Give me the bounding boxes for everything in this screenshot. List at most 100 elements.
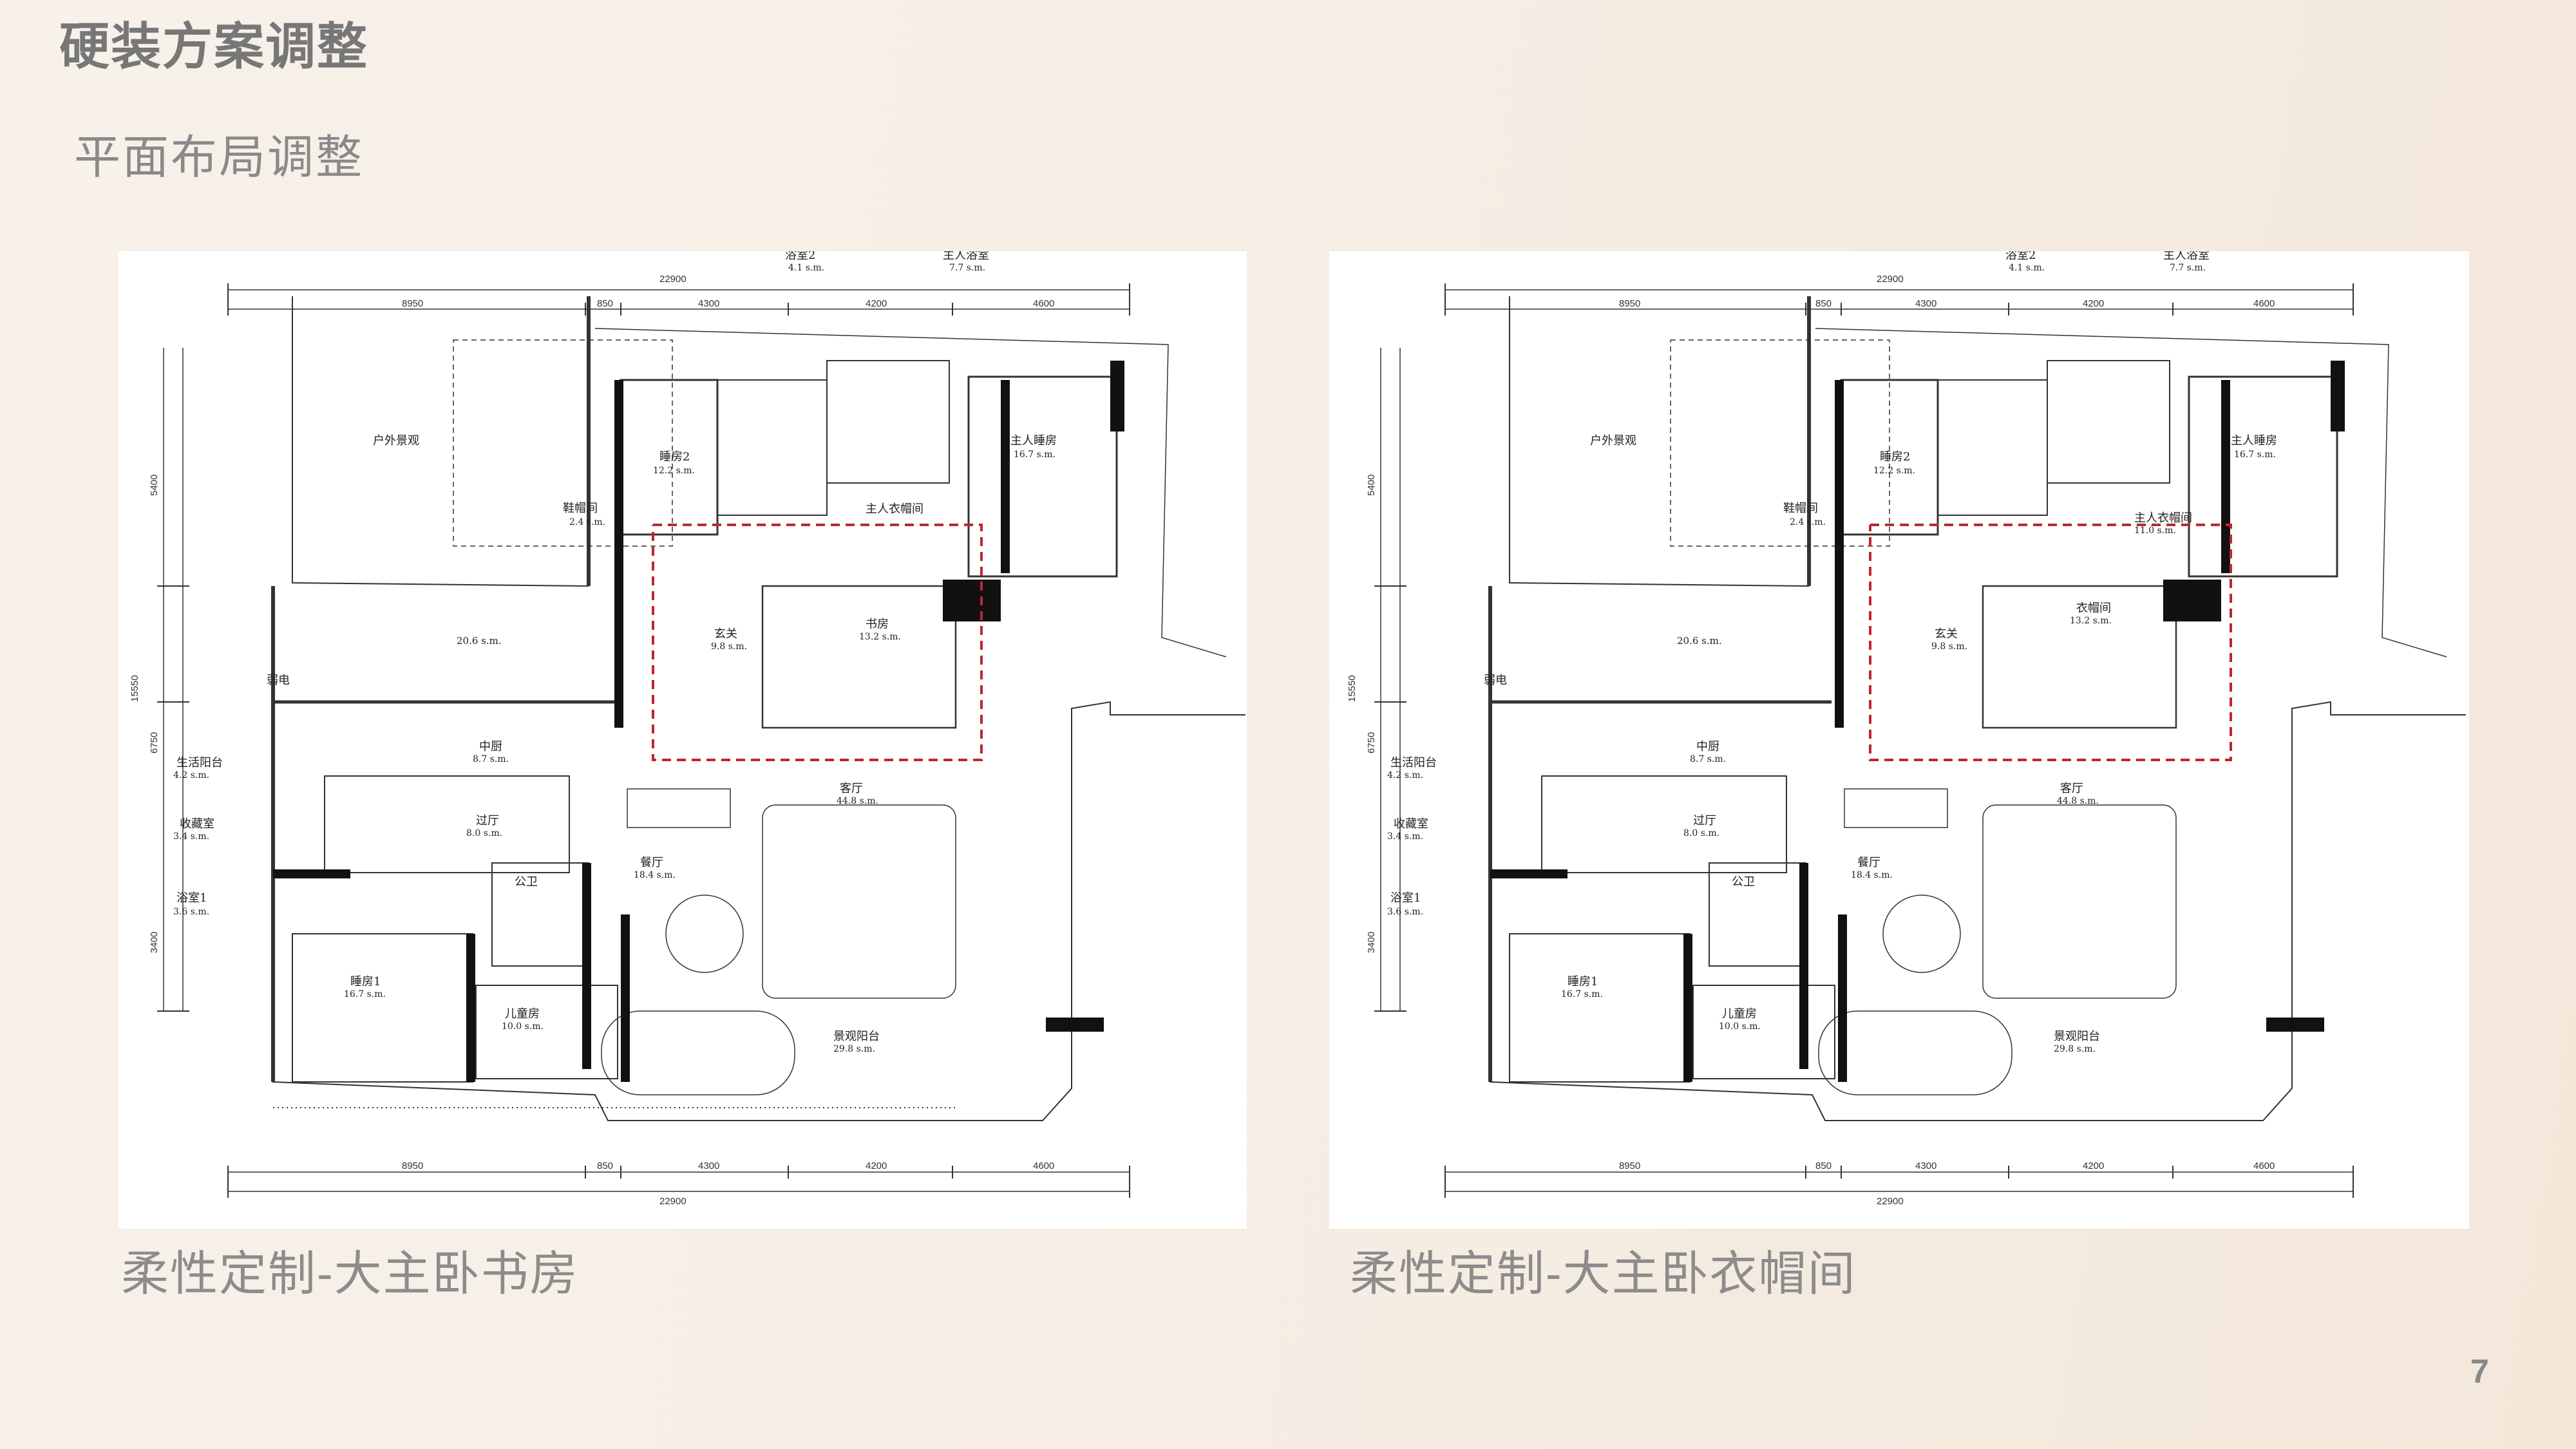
page-number: 7 xyxy=(2470,1353,2489,1390)
room-public-wc: 公卫 xyxy=(515,875,538,889)
caption-left: 柔性定制-大主卧书房 xyxy=(121,1247,579,1300)
room-view-balcony: 景观阳台 xyxy=(833,1030,880,1043)
dim-left-4: 3400 xyxy=(149,932,160,953)
room-public-wc: 公卫 xyxy=(1732,875,1755,889)
room-balcony-life-area: 4.2 s.m. xyxy=(1387,770,1423,781)
room-master-bath-area: 7.7 s.m. xyxy=(949,263,985,273)
room-master-closet-area: 11.0 s.m. xyxy=(2134,526,2176,536)
floor-plan-left-drawing: 22900 8950 850 4300 4200 4600 8950 850 4… xyxy=(129,249,1245,1207)
dim-bottom-4: 4200 xyxy=(2083,1160,2104,1171)
room-kitchen-area: 8.7 s.m. xyxy=(473,754,509,764)
room-foyer: 玄关 xyxy=(1935,627,1958,641)
room-living: 客厅 xyxy=(840,782,863,795)
room-bath2: 浴室2 xyxy=(785,251,815,262)
dim-top-5: 4600 xyxy=(2253,298,2275,309)
room-bed1-area: 16.7 s.m. xyxy=(344,989,386,999)
room-corridor: 过厅 xyxy=(476,814,499,828)
room-living-hall-area: 20.6 s.m. xyxy=(457,635,502,647)
room-weak: 弱电 xyxy=(1484,674,1507,687)
room-living-area: 44.8 s.m. xyxy=(837,796,878,806)
room-living-area: 44.8 s.m. xyxy=(2057,796,2099,806)
caption-right: 柔性定制-大主卧衣帽间 xyxy=(1350,1247,1857,1300)
room-kids: 儿童房 xyxy=(1722,1007,1757,1021)
dim-bottom-4: 4200 xyxy=(866,1160,887,1171)
dim-top-4: 4200 xyxy=(866,298,887,309)
room-storage-area: 3.4 s.m. xyxy=(173,831,209,842)
room-master-closet: 主人衣帽间 xyxy=(866,502,923,516)
room-kids-area: 10.0 s.m. xyxy=(1719,1021,1761,1032)
room-bath1-area: 3.6 s.m. xyxy=(173,907,209,917)
room-kitchen: 中厨 xyxy=(1696,740,1719,753)
room-corridor-area: 8.0 s.m. xyxy=(466,828,502,838)
room-corridor: 过厅 xyxy=(1693,814,1716,828)
dim-left-1: 5400 xyxy=(149,475,160,496)
room-shoe-area: 2.4 s.m. xyxy=(1790,517,1826,527)
room-outdoor: 户外景观 xyxy=(373,434,419,448)
room-bath2: 浴室2 xyxy=(2005,251,2036,262)
room-bath1: 浴室1 xyxy=(176,891,207,905)
room-bed1: 睡房1 xyxy=(1567,975,1598,989)
room-master-bath: 主人浴室 xyxy=(2163,251,2210,262)
dim-bottom-3: 4300 xyxy=(1915,1160,1937,1171)
room-bed2-area: 12.2 s.m. xyxy=(653,466,695,476)
floor-plan-right: 22900 8950 850 4300 4200 4600 8950 850 4… xyxy=(1329,249,2469,1229)
room-kitchen-area: 8.7 s.m. xyxy=(1690,754,1726,764)
room-dining: 餐厅 xyxy=(1857,856,1880,869)
slide-title: 硬装方案调整 xyxy=(59,18,369,75)
room-balcony-life-area: 4.2 s.m. xyxy=(173,770,209,781)
room-corridor-area: 8.0 s.m. xyxy=(1683,828,1719,838)
room-master-bed: 主人睡房 xyxy=(2231,434,2277,448)
dim-top-1: 8950 xyxy=(1619,298,1640,309)
dim-left-3: 6750 xyxy=(149,732,160,753)
room-living-hall-area: 20.6 s.m. xyxy=(1677,635,1722,647)
room-master-bed-area: 16.7 s.m. xyxy=(2234,450,2276,460)
dim-bottom-total: 22900 xyxy=(659,1196,687,1207)
floor-plan-left: 22900 8950 850 4300 4200 4600 8950 850 4… xyxy=(118,249,1247,1229)
room-bath1-area: 3.6 s.m. xyxy=(1387,907,1423,917)
dim-left-2: 15550 xyxy=(1347,675,1358,702)
room-weak: 弱电 xyxy=(267,674,290,687)
room-balcony-life: 生活阳台 xyxy=(176,756,223,770)
dim-top-2: 850 xyxy=(597,298,613,309)
room-shoe-area: 2.4 s.m. xyxy=(569,517,605,527)
dim-bottom-2: 850 xyxy=(1815,1160,1832,1171)
room-bed2: 睡房2 xyxy=(659,450,690,464)
room-balcony-life: 生活阳台 xyxy=(1390,756,1437,770)
room-shoe: 鞋帽间 xyxy=(1783,502,1818,515)
room-master-bed-area: 16.7 s.m. xyxy=(1014,450,1056,460)
room-cloak-area: 13.2 s.m. xyxy=(2070,616,2112,626)
dim-top-1: 8950 xyxy=(402,298,423,309)
dim-bottom-5: 4600 xyxy=(1033,1160,1054,1171)
room-kids: 儿童房 xyxy=(505,1007,540,1021)
dim-left-1: 5400 xyxy=(1366,475,1377,496)
floor-plan-right-drawing: 22900 8950 850 4300 4200 4600 8950 850 4… xyxy=(1347,249,2466,1207)
dim-left-2: 15550 xyxy=(129,675,140,702)
room-view-balcony-area: 29.8 s.m. xyxy=(2054,1044,2096,1054)
room-master-bath: 主人浴室 xyxy=(943,251,989,262)
dim-top-total: 22900 xyxy=(1877,274,1904,285)
room-bath1: 浴室1 xyxy=(1390,891,1421,905)
room-outdoor: 户外景观 xyxy=(1590,434,1636,448)
room-bed2-area: 12.2 s.m. xyxy=(1873,466,1915,476)
dim-bottom-2: 850 xyxy=(597,1160,613,1171)
room-study: 书房 xyxy=(866,618,889,631)
room-bed1-area: 16.7 s.m. xyxy=(1561,989,1603,999)
dim-bottom-3: 4300 xyxy=(698,1160,719,1171)
dim-bottom-5: 4600 xyxy=(2253,1160,2275,1171)
room-living: 客厅 xyxy=(2060,782,2083,795)
room-view-balcony: 景观阳台 xyxy=(2054,1030,2100,1043)
dim-bottom-1: 8950 xyxy=(402,1160,423,1171)
dim-top-4: 4200 xyxy=(2083,298,2104,309)
room-foyer-area: 9.8 s.m. xyxy=(711,641,747,652)
dim-left-3: 6750 xyxy=(1366,732,1377,753)
room-bath2-area: 4.1 s.m. xyxy=(788,263,824,273)
room-kitchen: 中厨 xyxy=(479,740,502,753)
room-storage-area: 3.4 s.m. xyxy=(1387,831,1423,842)
room-master-bed: 主人睡房 xyxy=(1010,434,1057,448)
room-shoe: 鞋帽间 xyxy=(563,502,598,515)
room-bath2-area: 4.1 s.m. xyxy=(2009,263,2045,273)
room-kids-area: 10.0 s.m. xyxy=(502,1021,544,1032)
room-dining-area: 18.4 s.m. xyxy=(634,870,676,880)
room-view-balcony-area: 29.8 s.m. xyxy=(833,1044,875,1054)
room-foyer-area: 9.8 s.m. xyxy=(1931,641,1967,652)
